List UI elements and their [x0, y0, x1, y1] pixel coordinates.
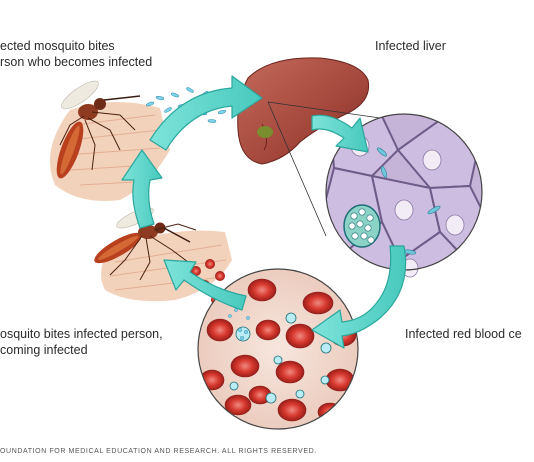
arrow-to-lower-mosquito	[163, 259, 247, 311]
arrow-to-blood	[311, 245, 407, 349]
copyright-notice: OUNDATION FOR MEDICAL EDUCATION AND RESE…	[0, 448, 317, 455]
label-infected-liver: Infected liver	[375, 39, 446, 53]
liver-schizont	[343, 204, 381, 248]
label-mosquito-bites-person-line2: rson who becomes infected	[0, 55, 153, 69]
arrow-to-liver-cells	[311, 114, 369, 153]
label-mosquito-bites-person-line1: ected mosquito bites	[0, 39, 115, 53]
red-blood-cells	[199, 278, 357, 422]
mosquito-lower	[94, 207, 197, 281]
label-infected-red-blood-cells: Infected red blood ce	[405, 327, 522, 341]
liver-zoom-lines	[267, 101, 381, 237]
label-mosquito-bites-infected-line1: osquito bites infected person,	[0, 327, 163, 341]
mosquito-upper	[56, 80, 141, 179]
cycle-arrows	[121, 75, 407, 349]
label-mosquito-bites-infected-line2: coming infected	[0, 343, 88, 357]
arrow-to-liver	[149, 75, 263, 151]
arrow-to-upper-mosquito	[121, 149, 163, 229]
